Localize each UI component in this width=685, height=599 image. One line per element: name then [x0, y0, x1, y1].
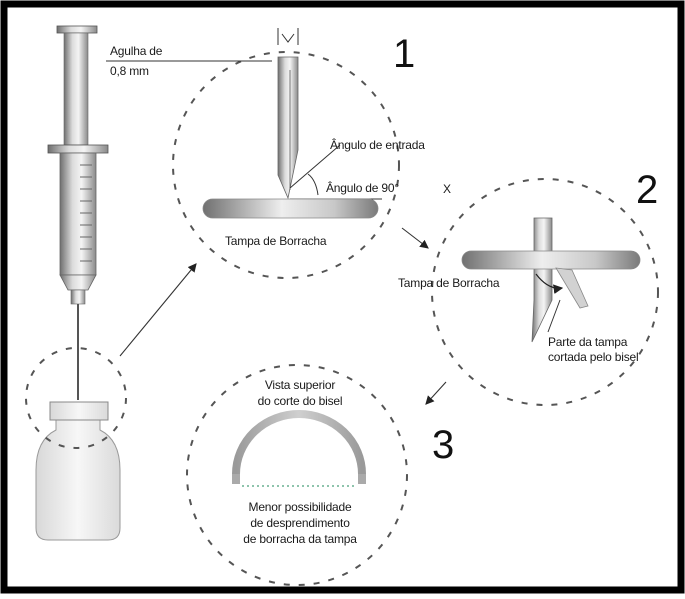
cut-part-label-1: Parte da tampa: [548, 335, 628, 349]
step-number-3: 3: [432, 423, 455, 467]
arrow-to-step2: [401, 227, 429, 249]
bevel-cut-arc: [232, 410, 366, 475]
step-number-2: 2: [636, 168, 659, 212]
entry-angle-line: [289, 144, 341, 189]
step-number-1: 1: [393, 32, 416, 76]
less-chance-label-3: de borracha da tampa: [243, 532, 357, 546]
top-view-label-1: Vista superior: [264, 378, 336, 392]
cut-part-pointer: [547, 299, 561, 333]
vial-cap: [49, 401, 109, 421]
needle-size-label-2: 0,8 mm: [110, 64, 149, 78]
angle-arc: [307, 173, 319, 196]
x-mark-label-1: X: [443, 182, 451, 196]
needle-size-label-1: Agulha de: [110, 44, 163, 58]
barrel-marks: [80, 164, 92, 262]
barrel: [59, 152, 97, 276]
rubber-cap-label-1: Tampa de Borracha: [225, 234, 327, 248]
less-chance-label-2: de desprendimento: [250, 516, 350, 530]
cut-part-label-2: cortada pelo bisel: [548, 350, 639, 364]
step3-circle: [186, 364, 408, 586]
step2-rubber-cap: [461, 250, 641, 270]
vial: [35, 401, 121, 541]
barrel-tip: [59, 274, 97, 291]
needle-width-dimension: [277, 28, 299, 45]
angle-90-label: Ângulo de 90°: [326, 181, 399, 195]
step1-circle: [172, 51, 400, 279]
entry-angle-label: Ângulo de entrada: [330, 138, 425, 152]
plunger-top: [56, 25, 98, 34]
less-chance-label-1: Menor possibilidade: [248, 500, 352, 514]
cut-piece: [555, 267, 589, 309]
syringe: [47, 25, 109, 400]
curved-arrow: [535, 273, 564, 294]
plunger-rod: [63, 32, 89, 146]
step1-rubber-cap: [202, 198, 379, 219]
barrel-flange: [47, 144, 109, 154]
top-view-label-2: do corte do bisel: [257, 394, 343, 408]
step1-needle: [277, 56, 299, 200]
arrow-to-step1: [119, 263, 197, 357]
needle-hub: [70, 289, 86, 305]
arrow-to-step3: [425, 381, 447, 405]
step2-circle: [431, 178, 659, 406]
rubber-cap-label-2: Tampa de Borracha: [398, 276, 500, 290]
vial-focus-circle: [25, 347, 127, 449]
